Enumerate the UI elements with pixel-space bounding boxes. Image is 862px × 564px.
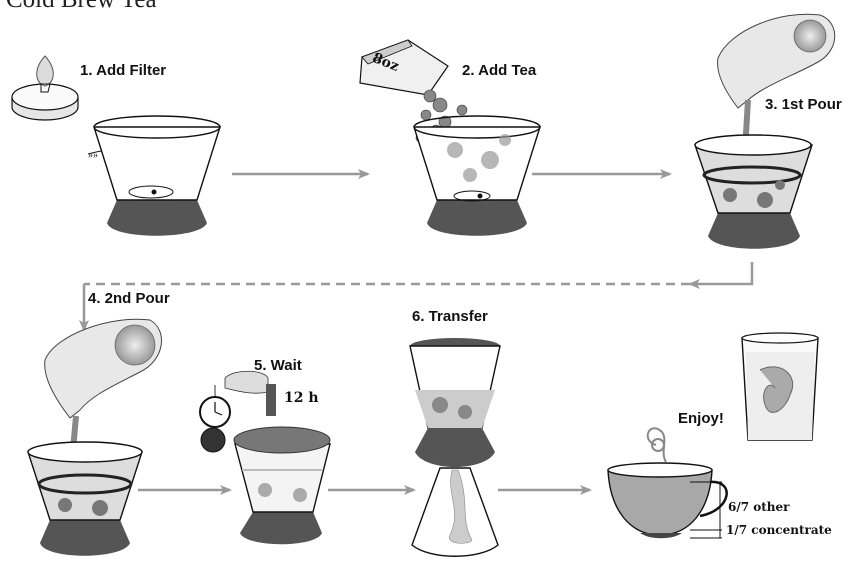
ratio-lower-label: 1/7 concentrate [726,523,832,537]
pocket-watch-icon [199,370,269,453]
arrow-3-to-dashed [688,262,754,289]
pitcher-step-3-icon [717,13,836,151]
glass-step-2 [413,115,541,236]
transfer-carafe [411,467,499,557]
tea-bag-icon [359,39,449,96]
step-5-label: 5. Wait [254,357,302,374]
step-3-label: 3. 1st Pour [765,96,842,113]
step-2-label: 2. Add Tea [462,62,537,79]
timer-bar-icon [266,384,276,416]
ratio-upper-label: 6/7 other [728,500,790,514]
iced-tea-glass-icon [741,332,819,441]
step-1-label: 1. Add Filter [80,62,167,79]
feather-icon: »» [88,150,98,161]
page-title: Cold Brew Tea [6,0,157,14]
filter-disc-icon [11,55,79,121]
enjoy-label: Enjoy! [678,410,724,427]
transfer-glass-inverted [409,338,501,467]
flow-arrows [79,169,754,495]
glass-step-1 [93,115,221,236]
step-4-label: 4. 2nd Pour [88,290,170,307]
wait-time-label: 12 h [284,390,319,406]
glass-step-4 [27,441,143,556]
glass-step-3 [694,134,813,249]
cup-ratio-brackets [690,481,722,539]
pitcher-step-4-icon [44,318,162,463]
step-6-label: 6. Transfer [412,308,488,325]
glass-step-5 [233,426,331,545]
teacup-icon [607,427,728,539]
